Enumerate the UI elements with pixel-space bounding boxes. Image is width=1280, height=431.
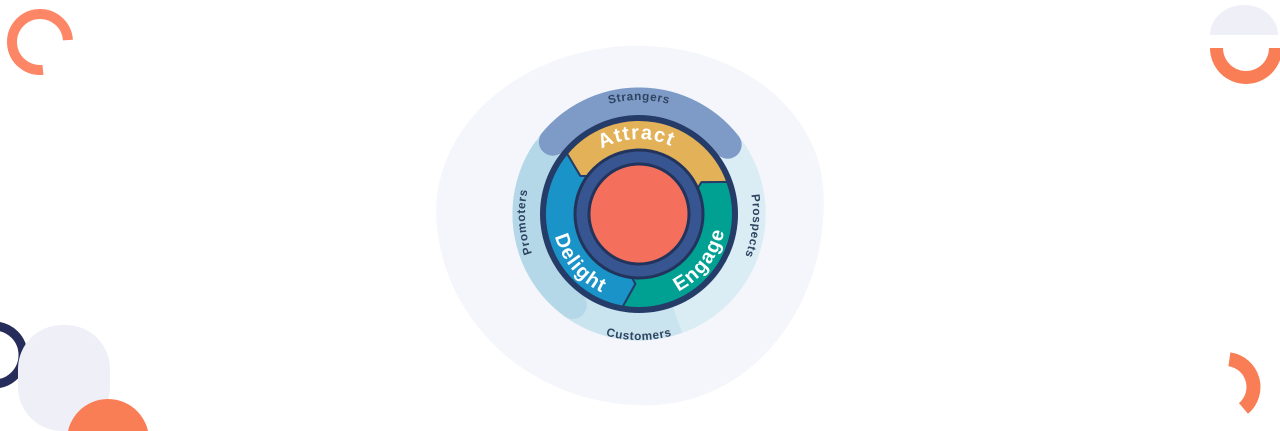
strangers-label: Strangers [606, 89, 671, 107]
strangers-band-arc [538, 87, 742, 159]
prospects-band-arc [672, 136, 766, 333]
corner-arc-bottom-right [1227, 352, 1261, 414]
corner-shapes-top-right [1210, 5, 1280, 84]
open-circle-arc [1227, 352, 1261, 414]
half-ring [1210, 48, 1280, 84]
promoters-band-arc [512, 138, 587, 320]
rounded-blob [18, 325, 110, 431]
half-disc [1210, 5, 1278, 35]
hub-core [587, 162, 691, 266]
half-disc-orange [68, 399, 148, 431]
flywheel-diagram: StrangersProspectsCustomersPromotersAttr… [512, 87, 766, 343]
customers-label: Customers [605, 325, 673, 343]
open-circle-arc [7, 9, 73, 75]
corner-shapes-bottom-left [0, 322, 148, 431]
corner-arc-top-left [7, 9, 73, 75]
